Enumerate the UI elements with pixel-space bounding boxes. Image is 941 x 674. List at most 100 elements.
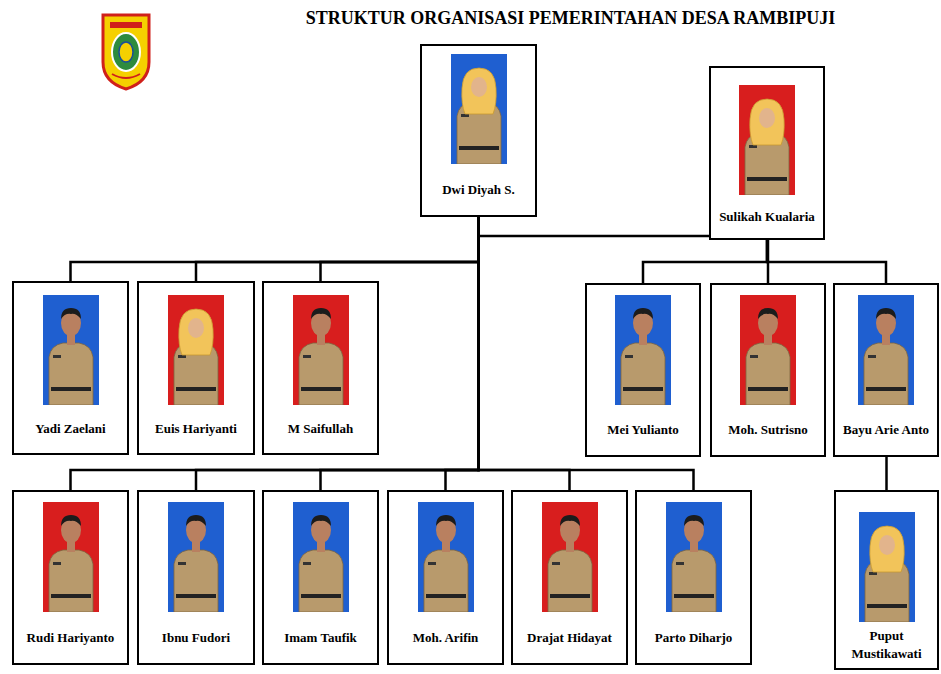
belt	[176, 594, 216, 598]
photo-background	[168, 502, 224, 612]
name-holder: Ibnu Fudori	[139, 492, 253, 646]
photo-background	[168, 295, 224, 405]
belt	[748, 387, 788, 391]
person-box: Ibnu Fudori	[137, 490, 255, 665]
uniform	[49, 550, 93, 612]
name-tag	[53, 562, 61, 565]
name-holder: Bayu Arie Anto	[835, 285, 937, 439]
person-name: Drajat Hidayat	[517, 629, 622, 647]
portrait-photo	[168, 502, 224, 612]
hijab	[750, 99, 784, 145]
name-tag	[303, 562, 311, 565]
hijab	[461, 68, 495, 114]
belt	[867, 604, 907, 608]
org-connector	[885, 457, 888, 490]
person-box: Drajat Hidayat	[511, 490, 628, 665]
uniform	[548, 550, 592, 612]
belt	[176, 387, 216, 391]
hijab	[179, 309, 213, 355]
belt	[674, 594, 714, 598]
name-holder: Imam Taufik	[264, 492, 377, 646]
uniform	[864, 343, 908, 405]
chart-title: STRUKTUR ORGANISASI PEMERINTAHAN DESA RA…	[200, 8, 941, 29]
belt	[426, 594, 466, 598]
belt	[301, 594, 341, 598]
person-name: Euis Hariyanti	[143, 420, 249, 438]
person-box: Sulikah Kualaria	[709, 66, 825, 240]
person-name: Bayu Arie Anto	[839, 421, 933, 439]
org-connector	[643, 240, 767, 283]
person-box: Imam Taufik	[262, 490, 379, 665]
org-connector	[321, 217, 479, 281]
person-name: Imam Taufik	[268, 629, 373, 647]
hair	[61, 308, 81, 319]
name-holder: Parto Diharjo	[637, 492, 750, 646]
uniform	[299, 550, 343, 612]
portrait-photo	[43, 295, 99, 405]
name-tag	[303, 355, 311, 358]
belt	[866, 387, 906, 391]
name-tag	[625, 355, 633, 358]
emblem-ribbon	[112, 74, 140, 78]
org-connector	[446, 217, 479, 490]
name-tag	[461, 114, 469, 117]
name-tag	[869, 572, 877, 575]
face	[188, 318, 204, 338]
name-tag	[428, 562, 436, 565]
uniform	[746, 343, 790, 405]
belt	[51, 387, 91, 391]
person-name: Parto Diharjo	[641, 629, 746, 647]
org-connector	[767, 240, 886, 283]
name-holder: Mei Yulianto	[587, 285, 699, 439]
photo-background	[43, 295, 99, 405]
face	[471, 77, 487, 97]
portrait-photo	[740, 295, 796, 405]
belt	[51, 594, 91, 598]
name-holder: Moh. Sutrisno	[712, 285, 824, 439]
name-tag	[750, 355, 758, 358]
person-box: Yadi Zaelani	[12, 281, 129, 455]
person-name: M Saifullah	[268, 420, 373, 438]
hair	[633, 308, 653, 319]
hair	[876, 308, 896, 319]
belt	[550, 594, 590, 598]
org-connector	[479, 217, 570, 490]
hair	[186, 515, 206, 526]
belt	[459, 146, 499, 150]
portrait-photo	[666, 502, 722, 612]
photo-background	[542, 502, 598, 612]
name-holder: Puput Mustikawati	[836, 492, 937, 663]
uniform	[621, 343, 665, 405]
person-name: Dwi Diyah S.	[426, 181, 531, 199]
person-name: Puput Mustikawati	[840, 627, 933, 662]
photo-background	[293, 502, 349, 612]
uniform	[174, 550, 218, 612]
uniform	[672, 550, 716, 612]
person-box: Moh. Arifin	[387, 490, 504, 665]
hair	[758, 308, 778, 319]
belt	[301, 387, 341, 391]
village-emblem	[100, 12, 152, 92]
person-name: Rudi Hariyanto	[18, 629, 123, 647]
portrait-photo	[451, 54, 507, 164]
photo-background	[615, 295, 671, 405]
person-name: Yadi Zaelani	[18, 420, 123, 438]
emblem-oval	[112, 33, 140, 71]
person-name: Mei Yulianto	[591, 421, 695, 439]
face	[759, 108, 775, 128]
photo-background	[666, 502, 722, 612]
name-holder: M Saifullah	[264, 283, 377, 438]
hair	[61, 515, 81, 526]
name-holder: Drajat Hidayat	[513, 492, 626, 646]
name-holder: Moh. Arifin	[389, 492, 502, 646]
portrait-photo	[293, 295, 349, 405]
uniform	[424, 550, 468, 612]
name-holder: Sulikah Kualaria	[711, 68, 823, 225]
person-name: Sulikah Kualaria	[715, 208, 819, 226]
hair	[684, 515, 704, 526]
portrait-photo	[859, 512, 915, 622]
photo-background	[451, 54, 507, 164]
hair	[436, 515, 456, 526]
org-connector	[71, 217, 479, 490]
